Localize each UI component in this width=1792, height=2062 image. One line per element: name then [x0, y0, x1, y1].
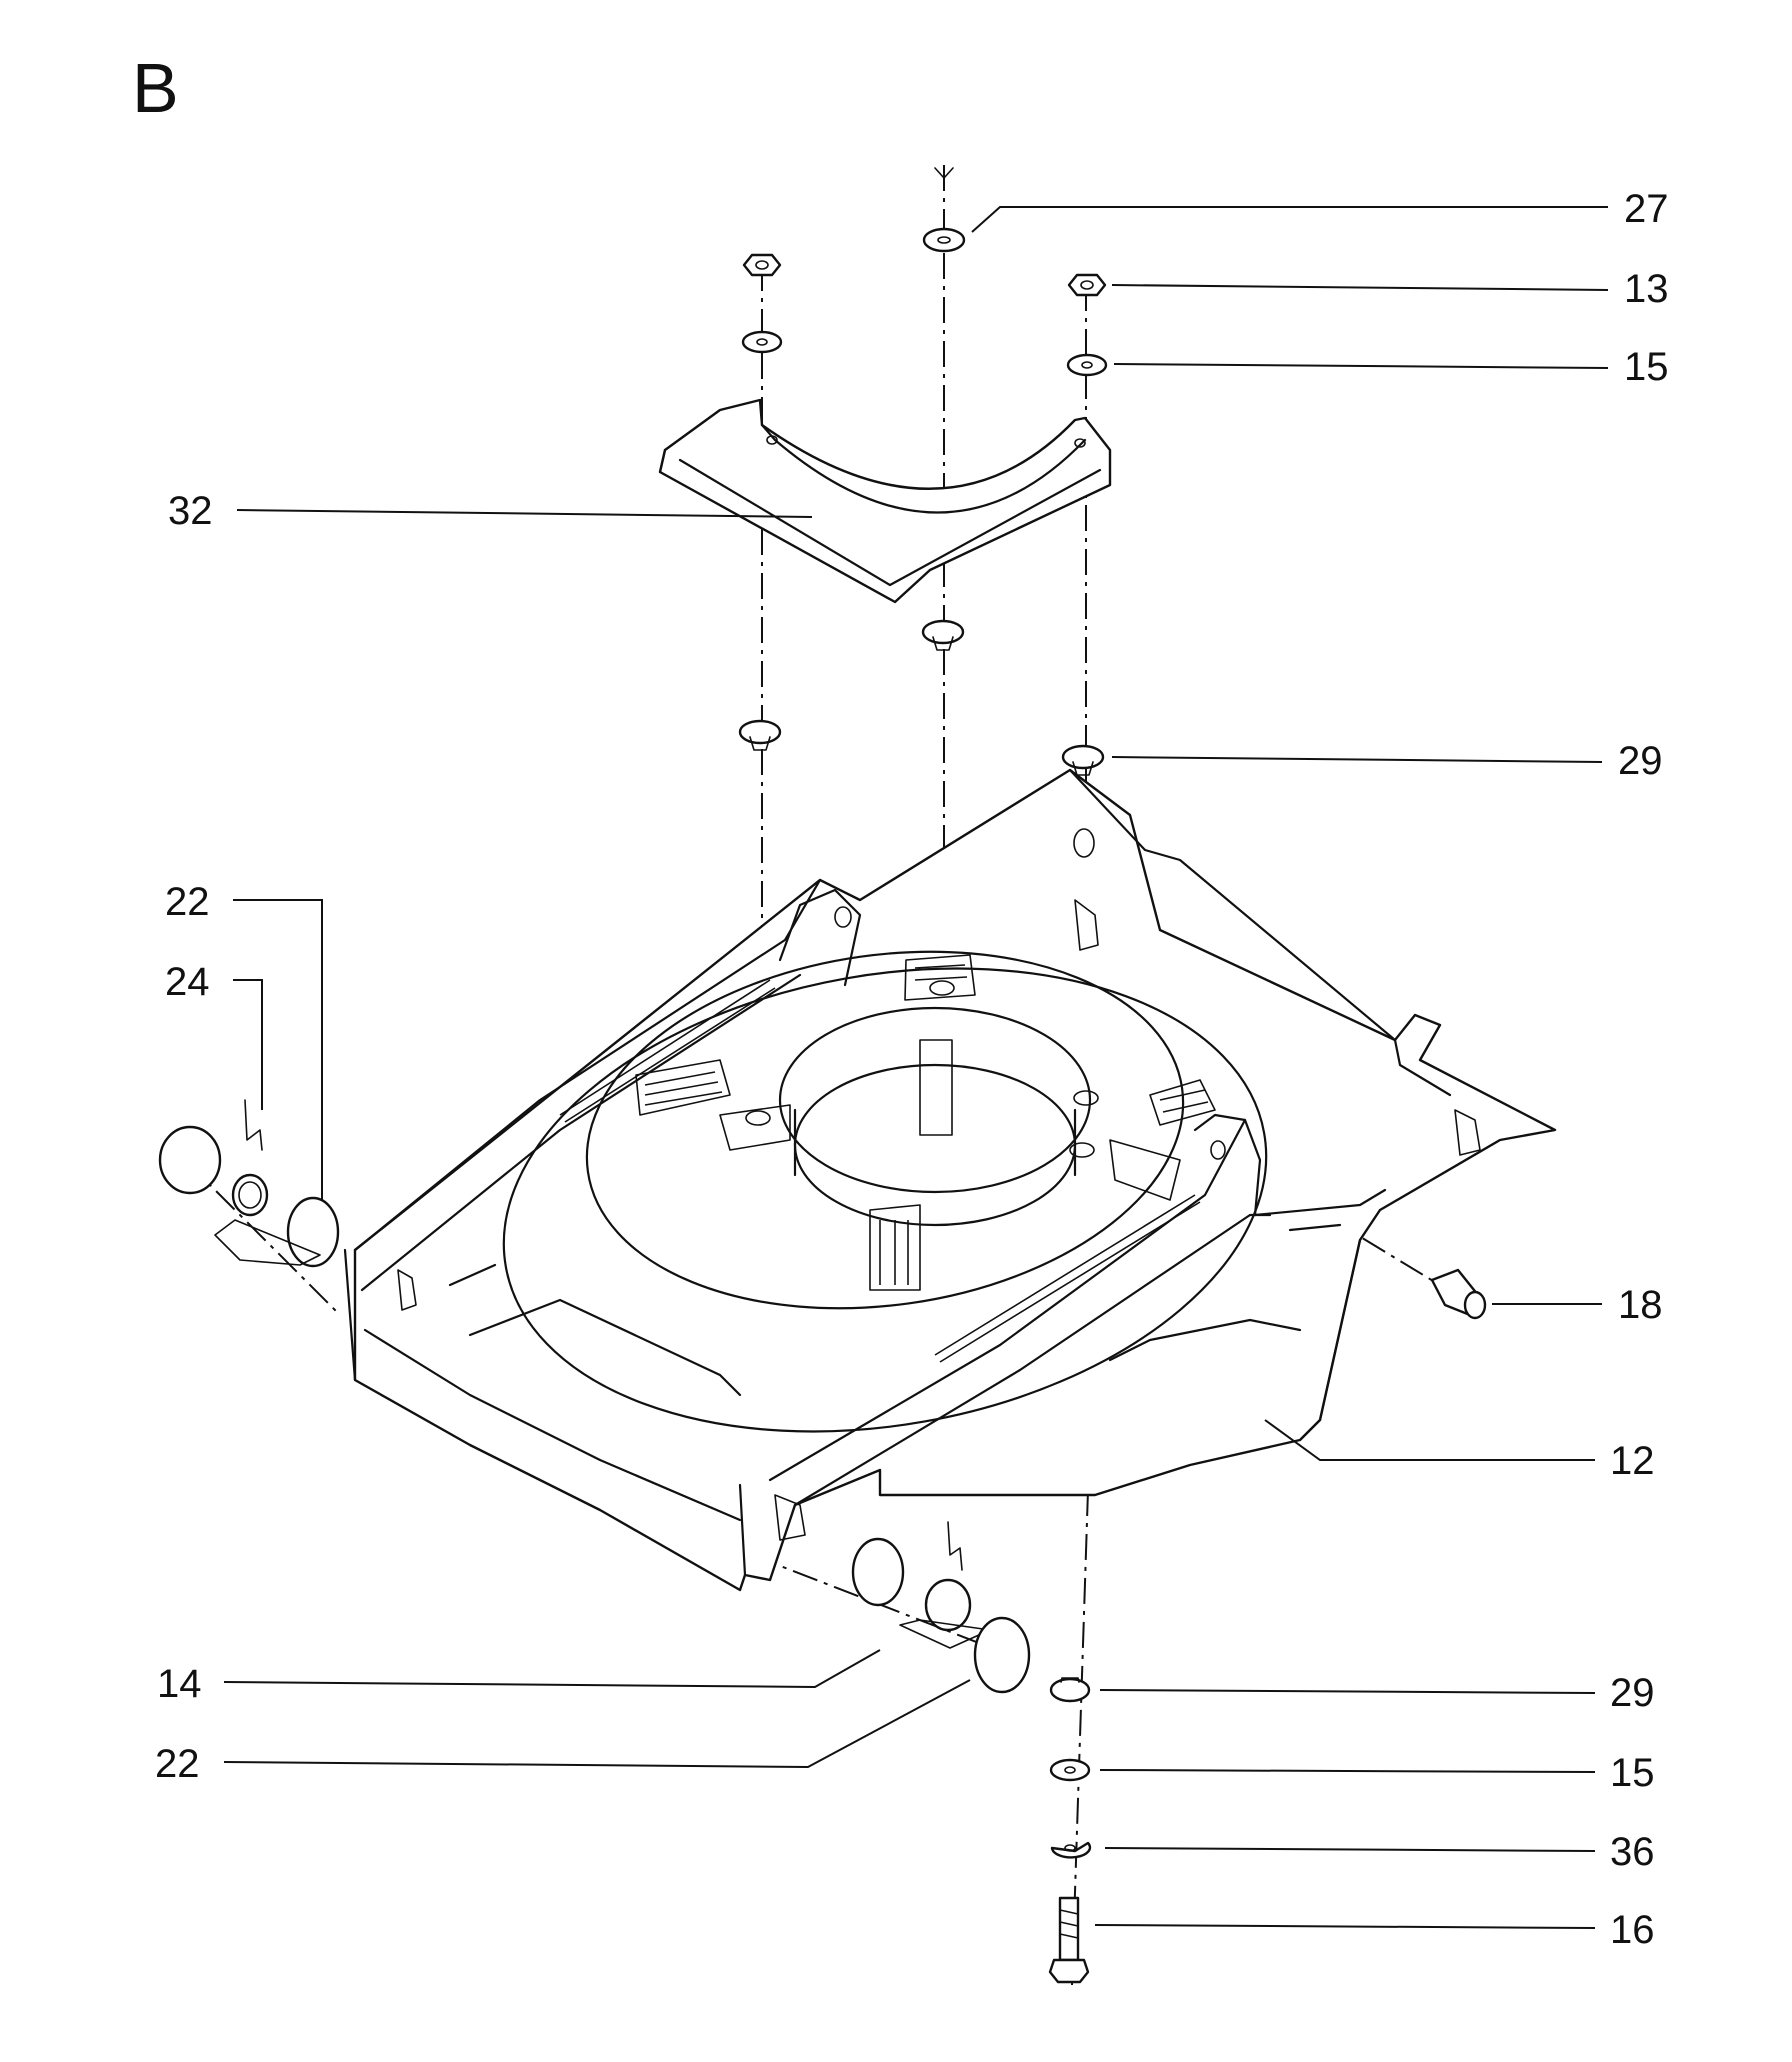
- washer-22-right-icon: [973, 1616, 1031, 1694]
- callout-36: 36: [1610, 1830, 1655, 1874]
- washer-15-bottom-icon: [1049, 1758, 1091, 1782]
- lock-washer-36-icon: [1050, 1841, 1092, 1859]
- spring-clip-24-icon: [244, 1099, 263, 1151]
- mower-deck-12: [343, 768, 1557, 1592]
- spacer-center-icon: [921, 619, 965, 651]
- callout-18: 18: [1618, 1283, 1663, 1327]
- callout-12: 12: [1610, 1439, 1655, 1483]
- spacer-left-icon: [738, 719, 782, 751]
- spacer-29-icon: [1061, 744, 1105, 776]
- callout-27: 27: [1624, 187, 1669, 231]
- washer-15-icon: [1066, 353, 1108, 377]
- callout-32: 32: [168, 489, 213, 533]
- callout-15-bottom: 15: [1610, 1751, 1655, 1795]
- washer-left-icon: [741, 330, 783, 354]
- washer-22-left-icon: [286, 1196, 340, 1268]
- callout-22-left: 22: [165, 880, 210, 924]
- bolt-tip-icon: [934, 167, 954, 179]
- callout-14: 14: [157, 1662, 202, 1706]
- bushing-14-icon: [924, 1578, 972, 1632]
- callout-24: 24: [165, 960, 210, 1004]
- pin-18-icon: [1430, 1268, 1487, 1320]
- wheel-brackets: [397, 899, 1481, 1541]
- hardware: [158, 167, 1487, 1984]
- deck-mount-holes: [745, 828, 1226, 1160]
- nut-left-icon: [742, 253, 782, 277]
- callout-labels: 27 13 15 32 29 22 24 18 12 14 22 29 15 3…: [155, 187, 1669, 1952]
- spacer-29-bottom-icon: [1049, 1677, 1091, 1703]
- spring-clip-14-icon: [947, 1521, 963, 1571]
- callout-29-bottom: 29: [1610, 1671, 1655, 1715]
- hubcap-left-icon: [158, 1125, 222, 1195]
- section-letter: B: [132, 49, 179, 127]
- washer-27-icon: [922, 227, 966, 253]
- callout-22-right: 22: [155, 1742, 200, 1786]
- ring-24-icon: [231, 1173, 269, 1217]
- deck-ribs: [559, 954, 1216, 1363]
- hubcap-right-icon: [851, 1537, 905, 1607]
- leader-lines: [223, 206, 1609, 1929]
- callout-29-top: 29: [1618, 739, 1663, 783]
- callout-15-top: 15: [1624, 345, 1669, 389]
- callout-13: 13: [1624, 267, 1669, 311]
- callout-16: 16: [1610, 1908, 1655, 1952]
- nut-13-icon: [1067, 273, 1107, 297]
- bolt-16-icon: [1048, 1896, 1090, 1984]
- cover-plate-32: [658, 398, 1112, 604]
- axle-plate-left-icon: [214, 1219, 321, 1266]
